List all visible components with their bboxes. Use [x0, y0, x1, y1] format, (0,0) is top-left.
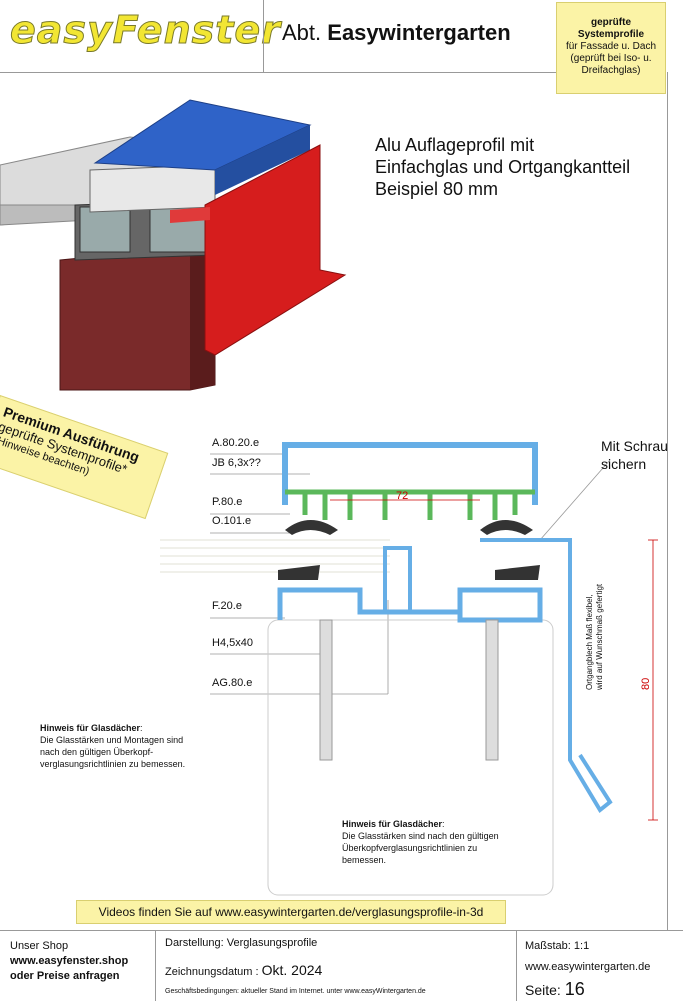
profile-3d-illustration — [0, 99, 347, 391]
badge-line: (geprüft bei Iso- u. — [570, 53, 652, 64]
agb-note: Geschäftsbedingungen: aktueller Stand im… — [165, 988, 426, 995]
seite-label: Seite: — [525, 982, 561, 998]
datum-label: Zeichnungsdatum : — [165, 966, 259, 978]
title-line: Einfachglas und Ortgangkantteil — [375, 157, 631, 177]
label-p80: P.80.e — [212, 496, 243, 508]
shop-cta: oder Preise anfragen — [10, 970, 120, 982]
right-frame — [667, 72, 668, 930]
ortgang-note: Ortgangblech Maß flexibel, wird auf Wuns… — [585, 584, 605, 690]
note-title: Hinweis für Glasdächer — [40, 723, 141, 733]
dimension-80: 80 — [640, 677, 652, 690]
ortgang-line: Ortgangblech Maß flexibel, — [585, 594, 594, 690]
zeichnungsdatum: Zeichnungsdatum : Okt. 2024 — [165, 962, 322, 978]
cross-section-drawing — [160, 442, 658, 896]
datum-value: Okt. 2024 — [261, 962, 323, 978]
website-link[interactable]: www.easywintergarten.de — [525, 961, 651, 973]
dimension-72: 72 — [396, 490, 409, 502]
seite-value: 16 — [564, 979, 585, 999]
title-line: Beispiel 80 mm — [375, 179, 499, 199]
shop-link[interactable]: www.easyfenster.shop — [10, 955, 129, 967]
premium-sticker: Premium Ausführung geprüfte Systemprofil… — [0, 395, 169, 520]
ortgang-line: wird auf Wunschmaß gefertigt — [595, 583, 604, 690]
title-line: Alu Auflageprofil mit — [375, 135, 535, 155]
label-f20: F.20.e — [212, 600, 242, 612]
note-left: Hinweis für Glasdächer: Die Glasstärken … — [40, 723, 186, 769]
badge-line: geprüfte — [591, 17, 631, 28]
massstab: Maßstab: 1:1 — [525, 940, 590, 952]
footer-divider — [516, 931, 517, 1001]
dept-prefix: Abt. — [282, 20, 322, 45]
title-block: Unser Shop www.easyfenster.shop oder Pre… — [0, 930, 683, 1001]
badge-line: Systemprofile — [577, 29, 645, 40]
dept-name: Easywintergarten — [327, 20, 511, 45]
note-line: verglasungsrichtlinien zu bemessen. — [40, 759, 186, 769]
department-title: Abt. Easywintergarten — [282, 20, 511, 46]
screw-note-line: Mit Schraube — [601, 438, 667, 454]
page-number: Seite: 16 — [525, 979, 585, 1000]
badge-line: Dreifachglas) — [581, 65, 641, 76]
note-line: nach den gültigen Überkopf- — [40, 747, 154, 757]
label-h45: H4,5x40 — [212, 637, 253, 649]
screw-note-line: sichern — [601, 456, 647, 472]
header-rule — [0, 72, 556, 73]
note-line: bemessen. — [342, 855, 387, 865]
label-jb: JB 6,3x?? — [212, 457, 261, 469]
note-center: Hinweis für Glasdächer: Die Glasstärken … — [342, 819, 499, 865]
badge-line: für Fassade u. Dach — [565, 41, 657, 52]
drawing-title: Alu Auflageprofil mit Einfachglas und Or… — [375, 134, 630, 200]
header-divider — [263, 0, 264, 72]
note-line: Überkopfverglasungsrichtlinien zu — [342, 843, 478, 853]
note-line: Die Glasstärken und Montagen sind — [40, 735, 184, 745]
label-ag80: AG.80.e — [212, 677, 253, 689]
videos-banner[interactable]: Videos finden Sie auf www.easywintergart… — [76, 900, 506, 924]
label-a80: A.80.20.e — [212, 437, 260, 449]
footer-divider — [155, 931, 156, 1001]
screw-note: Mit Schraube sichern — [601, 437, 667, 473]
shop-label: Unser Shop — [10, 940, 69, 952]
label-o101: O.101.e — [212, 515, 252, 527]
certified-badge: geprüfte Systemprofile für Fassade u. Da… — [556, 2, 666, 94]
note-title: Hinweis für Glasdächer — [342, 819, 443, 829]
brand-logo: easyFenster — [10, 8, 281, 53]
note-line: Die Glasstärken sind nach den gültigen — [342, 831, 499, 841]
darstellung: Darstellung: Verglasungsprofile — [165, 937, 318, 949]
